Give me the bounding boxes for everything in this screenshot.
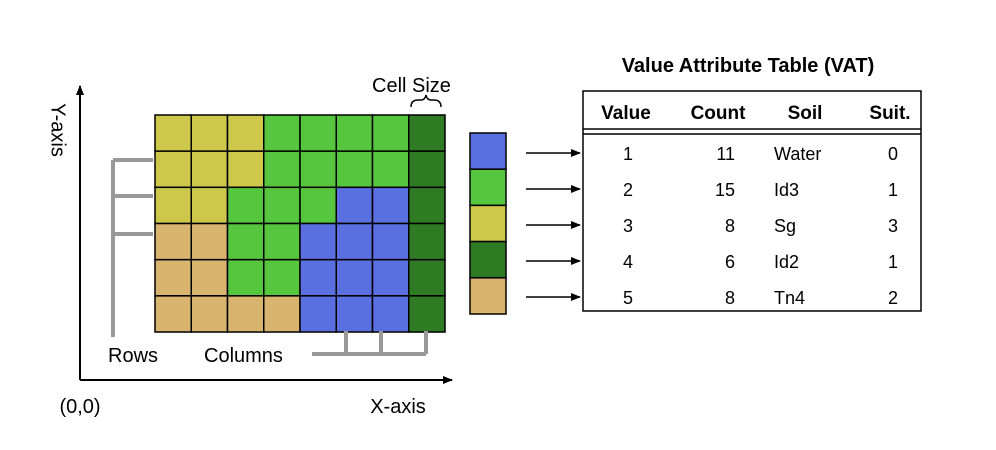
raster-cell-r4-c7 — [371, 222, 410, 261]
raster-cell-r2-c8 — [408, 150, 446, 189]
columns-bracket — [312, 331, 428, 356]
vat-cell: 1 — [623, 144, 633, 164]
vat-table-frame — [582, 90, 922, 312]
raster-cell-r5-c4 — [263, 258, 301, 297]
vat-cell: 2 — [888, 288, 898, 308]
raster-cell-r6-c8 — [408, 295, 446, 333]
vat-header-soil: Soil — [788, 103, 823, 124]
raster-cell-r5-c7 — [371, 258, 410, 297]
raster-cell-r2-c7 — [371, 150, 410, 189]
raster-cell-r3-c5 — [299, 186, 337, 225]
vat-row: 3 8 Sg 3 — [623, 216, 898, 236]
cell-size-label: Cell Size — [372, 75, 451, 97]
vat-row: 5 8 Tn4 2 — [623, 288, 898, 308]
vat-row: 2 15 Id3 1 — [623, 180, 898, 200]
vat-cell: 11 — [716, 144, 735, 164]
raster-cell-r6-c6 — [335, 295, 374, 333]
vat-cell: 8 — [725, 288, 735, 308]
vat-cell: 6 — [725, 252, 735, 272]
vat-cell: 8 — [725, 216, 735, 236]
raster-cell-r3-c8 — [408, 186, 446, 225]
raster-cell-r1-c6 — [335, 114, 374, 152]
raster-cell-r5-c2 — [190, 258, 229, 297]
vat-cell: 15 — [715, 180, 735, 200]
vat-cell: Sg — [774, 216, 796, 236]
raster-cell-r3-c4 — [263, 186, 301, 225]
raster-cell-r1-c2 — [190, 114, 229, 152]
raster-cell-r2-c6 — [335, 150, 374, 189]
raster-cell-r4-c1 — [154, 222, 192, 261]
raster-grid — [154, 114, 446, 333]
vat-cell: 0 — [888, 144, 898, 164]
vat-header-suit: Suit. — [869, 103, 910, 124]
raster-cell-r1-c7 — [371, 114, 410, 152]
raster-cell-r2-c2 — [190, 150, 229, 189]
raster-cell-r1-c1 — [154, 114, 192, 152]
vat-cell: Id2 — [774, 252, 799, 272]
raster-cell-r1-c3 — [226, 114, 265, 152]
raster-cell-r1-c4 — [263, 114, 301, 152]
vat-cell: Water — [774, 144, 821, 164]
vat-cell: 2 — [623, 180, 633, 200]
legend-arrows — [526, 149, 581, 301]
raster-cell-r4-c6 — [335, 222, 374, 261]
raster-cell-r5-c3 — [226, 258, 265, 297]
legend-swatches — [469, 132, 507, 315]
vat-cell: 5 — [623, 288, 633, 308]
vat-header-row: Value Count Soil Suit. — [601, 103, 910, 124]
raster-cell-r2-c4 — [263, 150, 301, 189]
raster-cell-r2-c1 — [154, 150, 192, 189]
raster-cell-r6-c5 — [299, 295, 337, 333]
raster-cell-r3-c1 — [154, 186, 192, 225]
raster-cell-r2-c3 — [226, 150, 265, 189]
vat-cell: 1 — [888, 180, 898, 200]
legend-swatch-1 — [469, 132, 507, 170]
legend-swatch-5 — [469, 277, 507, 315]
raster-cell-r1-c5 — [299, 114, 337, 152]
rows-label: Rows — [108, 345, 158, 367]
vat-cell: Tn4 — [774, 288, 805, 308]
raster-cell-r5-c5 — [299, 258, 337, 297]
raster-cell-r3-c7 — [371, 186, 410, 225]
vat-cell: Id3 — [774, 180, 799, 200]
raster-cell-r4-c8 — [408, 222, 446, 261]
raster-cell-r5-c6 — [335, 258, 374, 297]
raster-cell-r2-c5 — [299, 150, 337, 189]
cell-size-brace — [410, 94, 442, 108]
raster-cell-r4-c2 — [190, 222, 229, 261]
raster-cell-r4-c3 — [226, 222, 265, 261]
raster-cell-r4-c5 — [299, 222, 337, 261]
vat-cell: 1 — [888, 252, 898, 272]
raster-cell-r4-c4 — [263, 222, 301, 261]
raster-cell-r6-c7 — [371, 295, 410, 333]
legend-swatch-2 — [469, 168, 507, 207]
raster-cell-r3-c3 — [226, 186, 265, 225]
raster-cell-r5-c8 — [408, 258, 446, 297]
raster-cell-r5-c1 — [154, 258, 192, 297]
rows-bracket — [111, 158, 153, 337]
raster-cell-r3-c6 — [335, 186, 374, 225]
raster-cell-r3-c2 — [190, 186, 229, 225]
origin-label: (0,0) — [59, 396, 100, 418]
vat-title: Value Attribute Table (VAT) — [622, 55, 875, 77]
vat-row: 4 6 Id2 1 — [623, 252, 898, 272]
columns-label: Columns — [204, 345, 283, 367]
vat-cell: 3 — [623, 216, 633, 236]
raster-cell-r6-c4 — [263, 295, 301, 333]
raster-cell-r1-c8 — [408, 114, 446, 152]
raster-cell-r6-c1 — [154, 295, 192, 333]
x-axis-label: X-axis — [370, 396, 426, 418]
y-axis-label: Y-axis — [47, 103, 69, 157]
raster-cell-r6-c2 — [190, 295, 229, 333]
legend-swatch-3 — [469, 204, 507, 243]
vat-cell: 4 — [623, 252, 633, 272]
vat-header-count: Count — [691, 103, 747, 124]
legend-swatch-4 — [469, 240, 507, 279]
raster-cell-r6-c3 — [226, 295, 265, 333]
vat-header-value: Value — [601, 103, 651, 124]
vat-cell: 3 — [888, 216, 898, 236]
